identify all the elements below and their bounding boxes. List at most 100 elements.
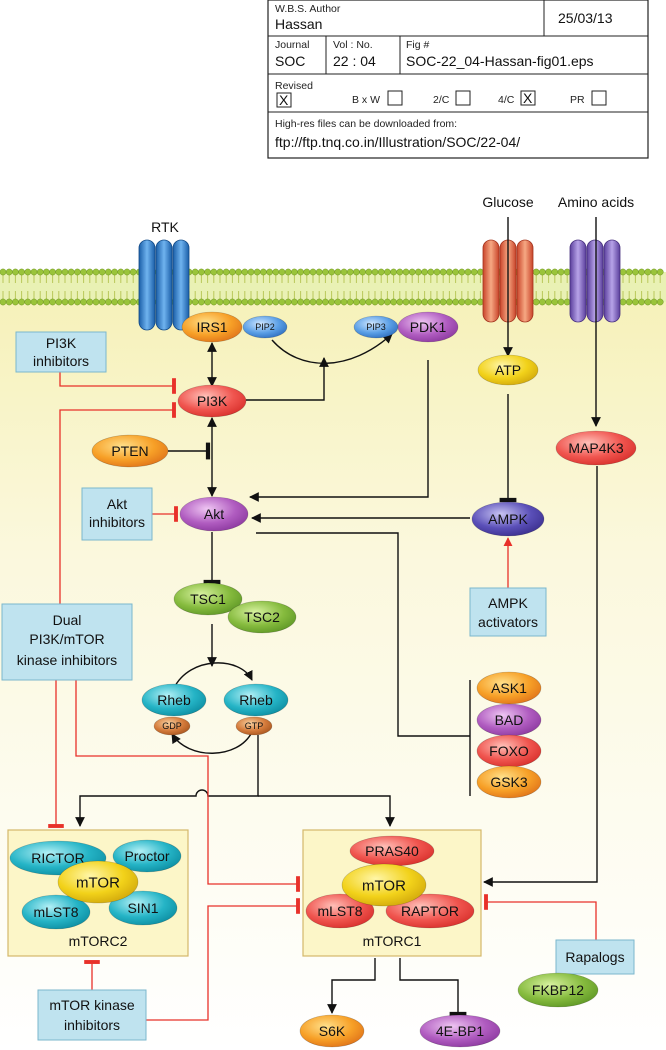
edge-rheb-gdp-gtp (173, 662, 253, 689)
edge-rapalogs-mtorc1 (484, 894, 597, 940)
node-gtp: GTP (235, 716, 273, 736)
bw-checkbox[interactable] (387, 90, 403, 106)
lipid-head (464, 298, 472, 306)
edge-rheb-mtorc1 (258, 795, 395, 827)
lipid-head (557, 268, 565, 276)
revised-checkbox[interactable] (276, 92, 292, 108)
lipid-head (334, 298, 342, 306)
lipid-head (402, 298, 410, 306)
node-shape-rheb-gdp (141, 683, 207, 717)
node-shape-mtor2 (57, 860, 139, 904)
two-color-label: 2/C (433, 94, 450, 106)
node-shape-gsk3 (476, 765, 542, 799)
lipid-head (74, 298, 81, 306)
lipid-head (284, 298, 292, 306)
lipid-head (638, 298, 645, 306)
lipid-head (129, 298, 137, 306)
node-label-ask1: ASK1 (491, 680, 527, 696)
node-rheb-gtp: Rheb (223, 683, 289, 717)
lipid-head (129, 268, 137, 276)
lipid-head (477, 298, 484, 306)
rapalogs-box[interactable]: Rapalogs (555, 939, 635, 975)
node-label-map4k3: MAP4K3 (568, 440, 623, 456)
node-shape-pdk1 (397, 311, 459, 343)
lipid-head (43, 268, 50, 276)
lipid-head (80, 298, 87, 306)
akt-inhibitors-box[interactable]: Akt inhibitors (81, 487, 153, 541)
lipid-head (408, 298, 416, 306)
node-shape-raptor (385, 893, 475, 929)
lipid-head (297, 298, 304, 306)
node-shape-pip2 (242, 315, 288, 339)
lipid-head (55, 268, 63, 276)
four-color-label: 4/C (498, 94, 515, 106)
node-sin1: SIN1 (108, 890, 178, 926)
node-label-pras40: PRAS40 (365, 843, 419, 859)
node-label-pdk1: PDK1 (410, 319, 447, 335)
lipid-head (371, 268, 379, 276)
lipid-head (650, 268, 658, 276)
node-shape-pi3k (177, 384, 247, 418)
node-pip3: PIP3 (353, 315, 399, 339)
four-color-checkbox[interactable] (520, 90, 536, 106)
lipid-head (346, 268, 354, 276)
lipid-head (117, 298, 125, 306)
node-pten: PTEN (91, 434, 169, 468)
lipid-head (458, 298, 466, 306)
lipid-head (402, 268, 410, 276)
lipid-head (650, 298, 658, 306)
lipid-head (198, 298, 205, 306)
edge-dual-pi3k (59, 402, 176, 604)
lipid-head (30, 268, 38, 276)
mtor-kinase-inhibitors-line1: mTOR kinase (49, 997, 135, 1013)
lipid-head (55, 298, 63, 306)
lipid-head (421, 298, 428, 306)
lipid-head (656, 268, 664, 276)
node-shape-s6k (299, 1014, 365, 1048)
node-akt: Akt (179, 496, 249, 532)
hires-url[interactable]: ftp://ftp.tnq.co.in/Illustration/SOC/22-… (275, 134, 520, 150)
node-label-sin1: SIN1 (127, 900, 158, 916)
lipid-head (98, 268, 106, 276)
lipid-head (328, 298, 335, 306)
node-shape-ampk (471, 501, 545, 537)
lipid-head (656, 298, 664, 306)
lipid-head (80, 268, 87, 276)
two-color-checkbox[interactable] (455, 90, 471, 106)
lipid-head (191, 268, 199, 276)
lipid-head (117, 268, 125, 276)
node-pi3k: PI3K (177, 384, 247, 418)
lipid-head (309, 268, 317, 276)
lipid-head (427, 268, 435, 276)
node-shape-irs1 (181, 311, 243, 343)
author-name: Hassan (275, 16, 322, 32)
lipid-head (415, 298, 422, 306)
mtor-kinase-inhibitors-box[interactable]: mTOR kinase inhibitors (37, 989, 147, 1041)
node-shape-map4k3 (555, 430, 637, 466)
lipid-head (322, 268, 329, 276)
lipid-head (377, 298, 385, 306)
node-label-rheb-gtp: Rheb (239, 692, 273, 708)
pi3k-inhibitors-box[interactable]: PI3K inhibitors (15, 331, 107, 373)
node-label-s6k: S6K (319, 1023, 346, 1039)
node-mlst8-2: mLST8 (21, 894, 91, 930)
node-shape-proctor (112, 839, 182, 873)
lipid-head (452, 298, 459, 306)
ampk-activators-box[interactable]: AMPK activators (469, 587, 547, 637)
lipid-head (12, 268, 19, 276)
lipid-head (353, 268, 360, 276)
lipid-head (241, 268, 249, 276)
lipid-head (638, 268, 645, 276)
lipid-head (365, 298, 373, 306)
lipid-head (204, 298, 211, 306)
lipid-head (427, 298, 435, 306)
lipid-head (229, 268, 236, 276)
pr-checkbox[interactable] (591, 90, 607, 106)
lipid-head (198, 268, 205, 276)
node-label-fkbp12: FKBP12 (532, 982, 584, 998)
lipid-head (384, 298, 391, 306)
dual-inhibitors-box[interactable]: Dual PI3K/mTOR kinase inhibitors (1, 603, 133, 681)
node-rheb-gdp: Rheb (141, 683, 207, 717)
node-label-gtp: GTP (245, 721, 264, 731)
